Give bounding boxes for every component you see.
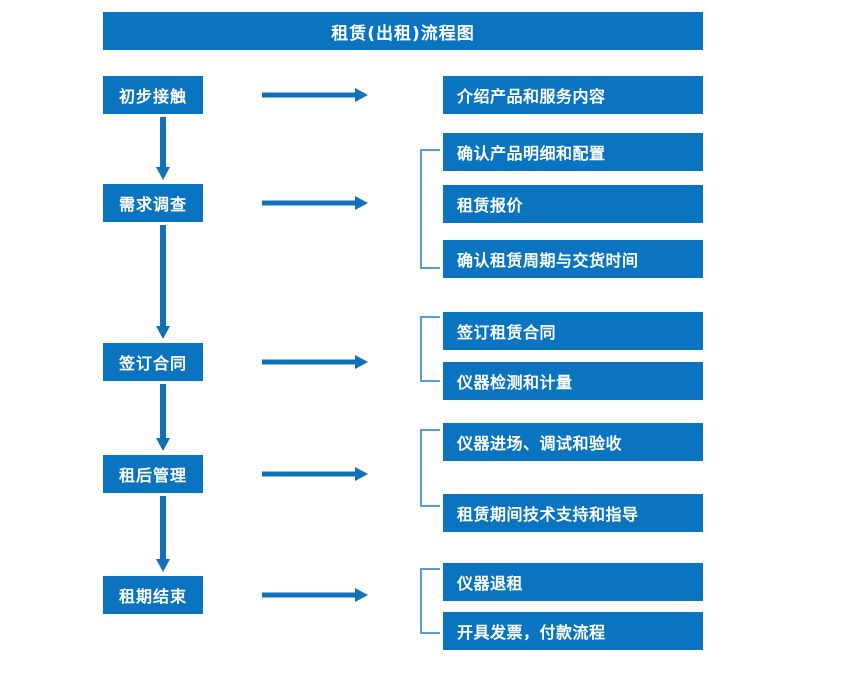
down-arrow-1 bbox=[156, 117, 170, 180]
task-box-1[interactable]: 介绍产品和服务内容 bbox=[443, 76, 703, 114]
right-arrow-4 bbox=[262, 467, 368, 481]
task-box-6[interactable]: 仪器检测和计量 bbox=[443, 362, 703, 400]
down-arrow-3 bbox=[156, 384, 170, 451]
group-bracket-3 bbox=[420, 429, 440, 507]
task-box-9[interactable]: 仪器退租 bbox=[443, 563, 703, 601]
task-box-7[interactable]: 仪器进场、调试和验收 bbox=[443, 423, 703, 461]
stage-box-2[interactable]: 需求调查 bbox=[103, 184, 203, 222]
group-bracket-2 bbox=[420, 316, 440, 382]
down-arrow-2 bbox=[156, 225, 170, 339]
right-arrow-3 bbox=[262, 355, 368, 369]
stage-box-3[interactable]: 签订合同 bbox=[103, 343, 203, 381]
right-arrow-5 bbox=[262, 588, 368, 602]
page-title: 租赁(出租)流程图 bbox=[103, 12, 703, 50]
task-box-10[interactable]: 开具发票，付款流程 bbox=[443, 612, 703, 650]
right-arrow-2 bbox=[262, 196, 368, 210]
task-box-8[interactable]: 租赁期间技术支持和指导 bbox=[443, 494, 703, 532]
group-bracket-4 bbox=[420, 568, 440, 634]
task-box-2[interactable]: 确认产品明细和配置 bbox=[443, 133, 703, 171]
stage-box-5[interactable]: 租期结束 bbox=[103, 576, 203, 614]
down-arrow-4 bbox=[156, 496, 170, 572]
stage-box-1[interactable]: 初步接触 bbox=[103, 76, 203, 114]
stage-box-4[interactable]: 租后管理 bbox=[103, 455, 203, 493]
group-bracket-1 bbox=[420, 149, 440, 269]
task-box-4[interactable]: 确认租赁周期与交货时间 bbox=[443, 240, 703, 278]
right-arrow-1 bbox=[262, 88, 368, 102]
task-box-5[interactable]: 签订租赁合同 bbox=[443, 312, 703, 350]
task-box-3[interactable]: 租赁报价 bbox=[443, 185, 703, 223]
